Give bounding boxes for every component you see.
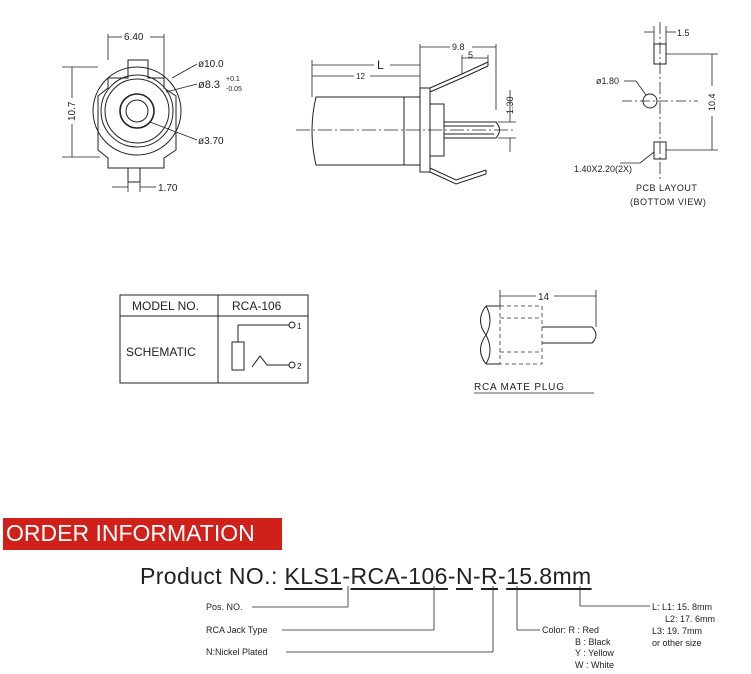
code-sep-3: - [472,563,482,589]
product-prefix: Product NO.: [140,563,285,589]
dim-twelve: 12 [356,72,365,81]
legend-len-l2: L2: 17. 6mm [665,614,715,624]
code-sep-2: - [447,563,456,589]
schematic-table: MODEL NO. RCA-106 SCHEMATIC 1 2 [119,294,309,384]
legend-color-y: Y : Yellow [575,648,614,658]
pcb-slot-bottom [653,141,667,160]
rca-mate-plug: 14 RCA MATE PLUG [474,290,597,394]
dim-dia-inner: ø3.70 [198,136,224,147]
dim-dia-mid-tol-plus: +0.1 [226,76,240,83]
legend-pos-no: Pos. NO. [206,602,243,612]
outer-ring [92,66,182,156]
code-series: KLS1 [284,563,343,589]
pcb-caption-1: PCB LAYOUT [636,183,697,193]
legend-len-l1: L: L1: 15. 8mm [652,602,712,612]
pin-1-label: 1 [297,322,302,331]
pcb-caption-2: (BOTTOM VIEW) [630,197,706,207]
dim-pad: 1.5 [677,28,690,38]
table-header-value: RCA-106 [232,299,282,313]
dim-pin-dia: 1.30 [505,96,515,114]
legend-color-b: B : Black [575,637,611,647]
dim-hole: ø1.80 [596,76,619,86]
order-banner-title: ORDER INFORMATION [6,520,255,546]
table-row-label: SCHEMATIC [126,345,196,359]
code-type: RCA-106 [350,563,448,589]
plug-dim: 14 [538,292,550,303]
dim-span: 10.4 [707,93,717,111]
order-information-banner: ORDER INFORMATION [3,518,282,550]
dim-pin: 1.70 [158,183,178,194]
table-header-model: MODEL NO. [132,299,199,313]
dim-five: 5 [468,50,473,60]
legend-len-l3: L3: 19. 7mm [652,626,702,636]
legend-plating: N:Nickel Plated [206,647,268,657]
dim-total: 9.8 [452,42,465,52]
dim-L: L [377,58,384,72]
dim-dia-mid-tol-minus: -0.05 [226,86,242,93]
code-length: 15.8mm [506,563,592,589]
dim-dia-mid: ø8.3 [198,79,220,91]
code-color: R [481,563,499,589]
legend-color-w: W : White [575,660,614,670]
dim-dia-outer: ø10.0 [198,59,224,70]
pcb-layout: 1.5 10.4 ø1.80 1.40X2.20(2X) PCB LAYOUT … [574,22,718,207]
legend-color-r: Color: R : Red [542,625,599,635]
jack-schematic-symbol: 1 2 [231,321,302,371]
side-view: 9.8 5 L 12 1.30 [296,42,516,185]
dim-height: 10.7 [67,101,78,121]
dim-slot: 1.40X2.20(2X) [574,164,632,174]
code-plating: N [455,563,473,589]
legend-len-other: or other size [652,638,702,648]
code-sep-1: - [342,563,351,589]
plug-caption: RCA MATE PLUG [474,382,565,393]
dim-width: 6.40 [124,32,144,43]
product-number: Product NO.: KLS1-RCA-106-N-R-15.8mm [140,563,592,590]
center-ring [119,93,155,129]
front-view: 6.40 10.7 1.70 ø10.0 ø8.3 +0.1 -0.05 ø3.… [62,32,242,194]
legend-jack-type: RCA Jack Type [206,625,267,635]
pcb-hole [642,93,658,109]
pin-2-label: 2 [297,362,302,371]
order-legend: Pos. NO. RCA Jack Type N:Nickel Plated C… [206,586,715,670]
code-sep-4: - [498,563,507,589]
